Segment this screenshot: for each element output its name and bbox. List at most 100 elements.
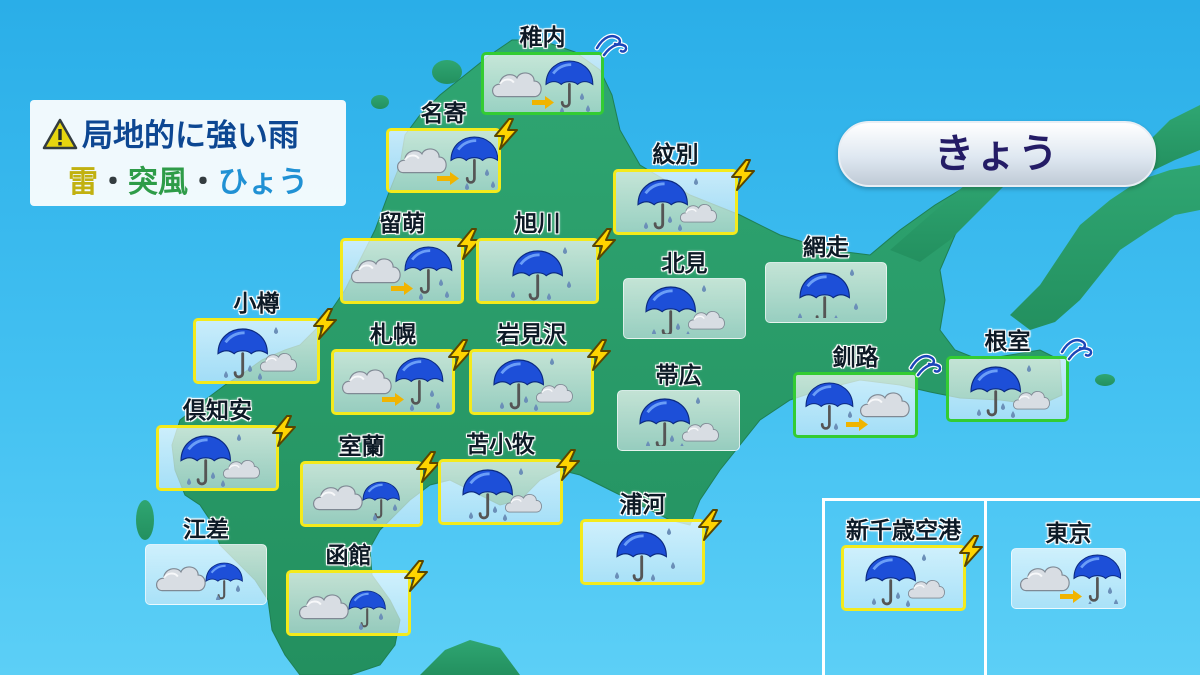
- station-name: 苫小牧: [466, 432, 535, 458]
- okushiri-island: [136, 500, 154, 540]
- raindrop-icon: [418, 293, 424, 300]
- raindrop-icon: [686, 331, 690, 334]
- wind-gust-icon: [908, 353, 943, 378]
- weather-icon: [397, 136, 498, 190]
- raindrop-icon: [614, 572, 620, 579]
- thunder-icon: [698, 509, 722, 541]
- arrow-right-icon: [532, 96, 554, 109]
- raindrop-icon: [1088, 601, 1092, 604]
- raindrop-icon: [566, 281, 572, 288]
- raindrop-icon: [523, 396, 529, 403]
- raindrop-icon: [847, 411, 853, 418]
- thunder-icon: [959, 535, 983, 567]
- thunder-icon: [454, 228, 484, 264]
- wind-gust-icon: [908, 350, 943, 382]
- umbrella-icon: [395, 357, 444, 405]
- thunder-icon: [587, 339, 611, 371]
- hazard-separator: ・: [188, 165, 218, 200]
- arrow-right-icon: [391, 282, 413, 295]
- raindrop-icon: [215, 595, 221, 600]
- cloud-icon: [908, 580, 945, 599]
- weather-icon: [342, 357, 444, 411]
- cloud-icon: [299, 594, 349, 620]
- raindrop-icon: [1107, 587, 1113, 594]
- umbrella-icon: [450, 136, 498, 184]
- raindrop-icon: [562, 247, 568, 254]
- raindrop-icon: [549, 358, 555, 365]
- raindrop-icon: [499, 402, 505, 409]
- forecast-box: [617, 390, 740, 451]
- raindrop-icon: [409, 404, 415, 411]
- raindrop-icon: [1113, 599, 1119, 604]
- thunder-icon: [695, 509, 725, 545]
- weather-icon: [637, 178, 717, 231]
- weather-icon: [180, 434, 260, 487]
- raindrop-icon: [669, 435, 675, 442]
- forecast-box: [469, 349, 594, 415]
- raindrop-icon: [220, 480, 226, 487]
- raindrop-icon: [273, 327, 279, 334]
- umbrella-icon: [493, 359, 544, 410]
- raindrop-icon: [643, 222, 649, 229]
- umbrella-icon: [799, 272, 850, 318]
- raindrop-icon: [257, 373, 263, 380]
- station-name: 紋別: [652, 142, 699, 168]
- raindrop-icon: [833, 423, 839, 430]
- station-name: 網走: [803, 235, 849, 261]
- raindrop-icon: [223, 371, 229, 378]
- raindrop-icon: [559, 107, 565, 112]
- thunder-icon: [457, 228, 481, 260]
- raindrop-icon: [236, 434, 242, 441]
- period-label-pill: きょう: [838, 121, 1156, 187]
- inset-divider-left: [822, 498, 825, 675]
- station-name: 倶知安: [183, 398, 252, 424]
- cloud-icon: [223, 460, 260, 479]
- hazard-thunder-label: 雷: [68, 165, 98, 200]
- raindrop-icon: [533, 404, 539, 411]
- cloud-icon: [688, 311, 725, 330]
- station-name: 浦河: [619, 492, 666, 518]
- weather-icon: [1020, 554, 1121, 604]
- wind-gust-icon: [1059, 334, 1094, 366]
- thunder-icon: [401, 560, 431, 596]
- wind-gust-icon: [1059, 337, 1094, 362]
- raindrop-icon: [853, 303, 859, 310]
- raindrop-icon: [905, 600, 911, 607]
- raindrop-icon: [392, 504, 398, 511]
- forecast-box: [1011, 548, 1126, 609]
- umbrella-icon: [348, 590, 386, 628]
- weather-icon: [493, 358, 573, 411]
- raindrop-icon: [1026, 365, 1032, 372]
- cloud-icon: [536, 384, 573, 403]
- umbrella-icon: [637, 179, 688, 230]
- hazard-title: 局地的に強い雨: [82, 118, 299, 154]
- station-name: 釧路: [832, 345, 879, 371]
- raindrop-icon: [490, 181, 496, 188]
- weather-icon: [645, 285, 725, 334]
- station-name: 函館: [325, 543, 372, 569]
- raindrop-icon: [247, 365, 253, 372]
- station-name: 北見: [661, 251, 708, 277]
- raindrop-icon: [358, 623, 364, 630]
- raindrop-icon: [502, 514, 508, 521]
- forecast-box: [438, 459, 563, 525]
- raindrop-icon: [585, 105, 591, 112]
- raindrop-icon: [492, 506, 498, 513]
- cloud-icon: [505, 494, 542, 513]
- umbrella-icon: [639, 398, 690, 446]
- forecast-box: [300, 461, 423, 527]
- forecast-box: [286, 570, 411, 636]
- arrow-right-icon: [382, 393, 404, 406]
- cloud-icon: [682, 423, 719, 442]
- forecast-box: [386, 128, 501, 193]
- station-name: 室蘭: [338, 434, 385, 460]
- weather-icon: [217, 327, 297, 380]
- cloud-icon: [156, 566, 206, 592]
- cloud-icon: [260, 353, 297, 372]
- kuril-islands: [1010, 165, 1200, 330]
- forecast-box: [156, 425, 279, 491]
- raindrop-icon: [666, 528, 672, 535]
- weather-icon: [299, 590, 386, 630]
- raindrop-icon: [186, 478, 192, 485]
- raindrop-icon: [372, 514, 378, 521]
